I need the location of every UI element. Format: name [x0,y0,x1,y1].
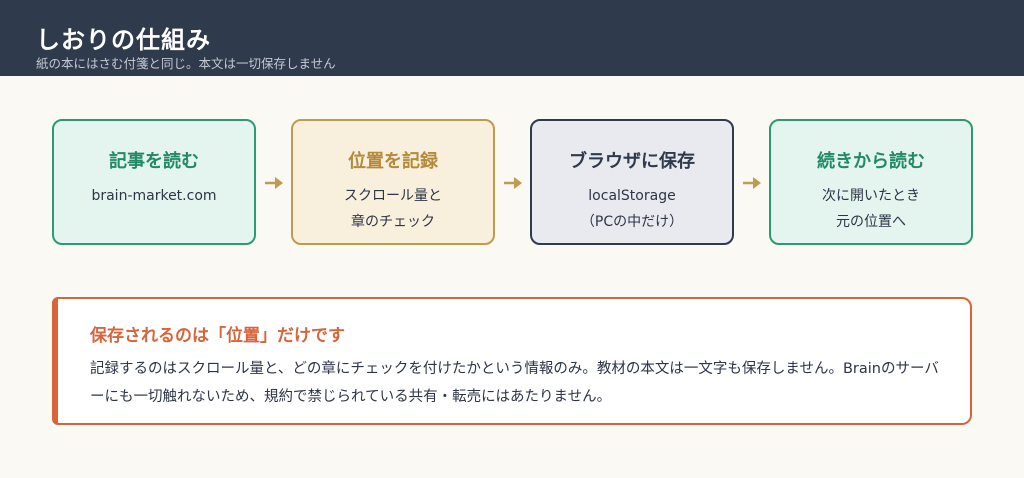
step-record-position: 位置を記録 スクロール量と 章のチェック [291,119,495,245]
page-subtitle: 紙の本にはさむ付箋と同じ。本文は一切保存しません [36,56,336,71]
step-read-article: 記事を読む brain-market.com [52,119,256,245]
step-save-browser: ブラウザに保存 localStorage （PCの中だけ） [530,119,734,245]
page-title: しおりの仕組み [36,26,211,54]
arrow-right-icon [743,177,761,189]
step-description-line: 次に開いたとき [822,188,920,204]
step-description-line: スクロール量と [344,188,442,204]
step-description: brain-market.com [54,183,254,209]
step-title: ブラウザに保存 [569,151,695,172]
callout-body: 記録するのはスクロール量と、どの章にチェックを付けたかという情報のみ。教材の本文… [90,361,939,405]
callout-title: 保存されるのは「位置」だけです [90,326,345,346]
step-description: スクロール量と 章のチェック [293,183,493,235]
step-description-line: 元の位置へ [836,214,906,230]
step-title: 記事を読む [109,151,199,172]
arrow-right-icon [265,177,283,189]
step-description-line: brain-market.com [91,188,217,204]
arrow-right-icon [504,177,522,189]
step-description: 次に開いたとき 元の位置へ [771,183,971,235]
info-callout: 保存されるのは「位置」だけです 記録するのはスクロール量と、どの章にチェックを付… [52,297,972,425]
header: しおりの仕組み 紙の本にはさむ付箋と同じ。本文は一切保存しません [0,0,1024,76]
step-description-line: 章のチェック [351,214,435,230]
step-description-line: （PCの中だけ） [580,214,684,230]
step-description: localStorage （PCの中だけ） [532,183,732,235]
step-title: 位置を記録 [348,151,438,172]
step-description-line: localStorage [588,188,676,204]
step-resume-reading: 続きから読む 次に開いたとき 元の位置へ [769,119,973,245]
step-title: 続きから読む [817,151,925,172]
